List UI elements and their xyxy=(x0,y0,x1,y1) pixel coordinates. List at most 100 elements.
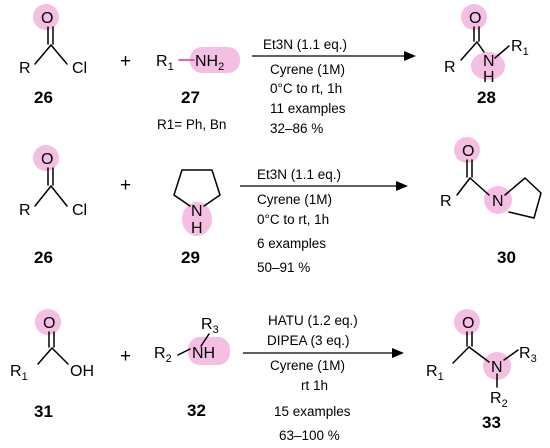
atom-r: R xyxy=(19,60,31,77)
amine-highlight xyxy=(190,47,240,73)
atom-r: R xyxy=(201,316,213,333)
condition-line: HATU (1.2 eq.) xyxy=(268,313,358,328)
condition-line: 50–91 % xyxy=(257,260,310,275)
bond-carbonyl-cl xyxy=(50,44,68,65)
bond xyxy=(503,349,519,361)
subscript: 3 xyxy=(213,324,219,336)
reaction-1: O R Cl 26 + R1 NH2 27 R1= Ph, Bn Et3N (1… xyxy=(19,4,529,136)
condition-line: 0°C to rt, 1h xyxy=(257,212,329,227)
bond xyxy=(51,347,69,365)
atom-r: R xyxy=(19,202,31,219)
svg-text:R2: R2 xyxy=(154,345,172,365)
nitrogen-highlight xyxy=(182,202,212,236)
bond xyxy=(200,333,210,347)
svg-text:R1: R1 xyxy=(426,363,444,383)
atom-oh: OH xyxy=(70,363,94,380)
bond xyxy=(456,177,471,196)
compound-number: 27 xyxy=(181,88,200,107)
subscript: 2 xyxy=(166,353,172,365)
substituent-note: R1= Ph, Bn xyxy=(157,117,226,132)
amine-highlight xyxy=(188,337,230,365)
svg-text:R3: R3 xyxy=(519,345,537,365)
bond xyxy=(452,346,470,364)
svg-text:R2: R2 xyxy=(490,390,508,410)
bond xyxy=(468,346,490,363)
plus-sign: + xyxy=(120,51,131,72)
condition-line: Et3N (1.1 eq.) xyxy=(263,37,347,52)
subscript: 1 xyxy=(523,46,529,58)
carbonyl-oxygen-highlight xyxy=(454,309,480,335)
condition-line: 0°C to rt, 1h xyxy=(270,81,342,96)
atom-r: R xyxy=(440,193,452,210)
acyl-chloride-structure: O R Cl xyxy=(19,4,87,77)
condition-line: Cyrene (1M) xyxy=(270,62,345,77)
condition-line: 63–100 % xyxy=(279,428,340,443)
atom-cl: Cl xyxy=(72,202,87,219)
bond xyxy=(469,177,490,196)
bond xyxy=(177,348,191,356)
amide-product-structure: O R N H R1 xyxy=(444,4,529,86)
condition-line: Cyrene (1M) xyxy=(257,192,332,207)
reaction-2: O R Cl 26 + N H 29 Et3N (1.1 eq.) Cyrene… xyxy=(19,137,542,275)
atom-h: H xyxy=(483,69,495,86)
subscript: 2 xyxy=(502,398,508,410)
compound-number: 32 xyxy=(187,401,206,420)
atom-o: O xyxy=(43,315,55,332)
arrowhead xyxy=(396,181,408,191)
condition-line: Et3N (1.1 eq.) xyxy=(257,167,341,182)
bond xyxy=(460,41,478,61)
compound-number: 29 xyxy=(181,248,200,267)
atom-o: O xyxy=(41,10,53,27)
compound-number: 33 xyxy=(482,413,501,432)
condition-line: rt 1h xyxy=(301,378,328,393)
compound-number: 31 xyxy=(34,402,53,421)
atom-r: R xyxy=(156,53,168,70)
atom-cl: Cl xyxy=(72,60,87,77)
nitrogen-highlight xyxy=(484,186,512,214)
carboxylic-acid-structure: O R1 OH xyxy=(10,309,94,383)
ring-bonds xyxy=(504,177,542,219)
bond xyxy=(50,185,68,207)
atom-n: N xyxy=(492,193,504,210)
bond xyxy=(37,347,53,365)
compound-number: 28 xyxy=(477,88,496,107)
condition-line: 15 examples xyxy=(274,404,351,419)
atom-n: N xyxy=(483,53,495,70)
atom-r: R xyxy=(10,363,22,380)
atom-nh: NH xyxy=(192,345,215,362)
subscript: 1 xyxy=(438,371,444,383)
condition-line: 11 examples xyxy=(270,101,346,116)
tertiary-amide-structure: O R1 N R3 R2 xyxy=(426,309,537,410)
carbonyl-oxygen-highlight xyxy=(33,145,59,171)
acyl-chloride-structure: O R Cl xyxy=(19,145,87,219)
condition-line: Cyrene (1M) xyxy=(270,358,345,373)
atom-h: H xyxy=(191,220,203,237)
atom-n: N xyxy=(491,359,503,376)
ring-bonds xyxy=(173,169,221,207)
subscript: 3 xyxy=(531,353,537,365)
condition-line: 6 examples xyxy=(257,236,326,251)
atom-o: O xyxy=(462,315,474,332)
pyrrolidine-amide-structure: O R N xyxy=(440,137,542,219)
arrowhead xyxy=(392,348,404,358)
plus-sign: + xyxy=(120,175,131,196)
atom-r: R xyxy=(444,59,456,76)
bond xyxy=(494,45,510,59)
svg-text:R1: R1 xyxy=(156,53,174,73)
bond xyxy=(476,41,485,53)
plus-sign: + xyxy=(120,346,131,367)
carbonyl-oxygen-highlight xyxy=(461,4,487,30)
atom-r: R xyxy=(490,390,502,407)
atom-o: O xyxy=(41,151,53,168)
carbonyl-oxygen-highlight xyxy=(33,4,59,30)
subscript: 1 xyxy=(22,371,28,383)
atom-r: R xyxy=(426,363,438,380)
atom-r: R xyxy=(511,38,523,55)
subscript: 1 xyxy=(168,61,174,73)
compound-number: 30 xyxy=(497,248,516,267)
reaction-3: O R1 OH 31 + R3 R2 NH 32 HATU (1.2 eq.) … xyxy=(10,309,537,443)
arrowhead xyxy=(404,51,416,61)
bond-r-carbonyl xyxy=(34,44,52,65)
svg-text:NH2: NH2 xyxy=(195,53,224,73)
